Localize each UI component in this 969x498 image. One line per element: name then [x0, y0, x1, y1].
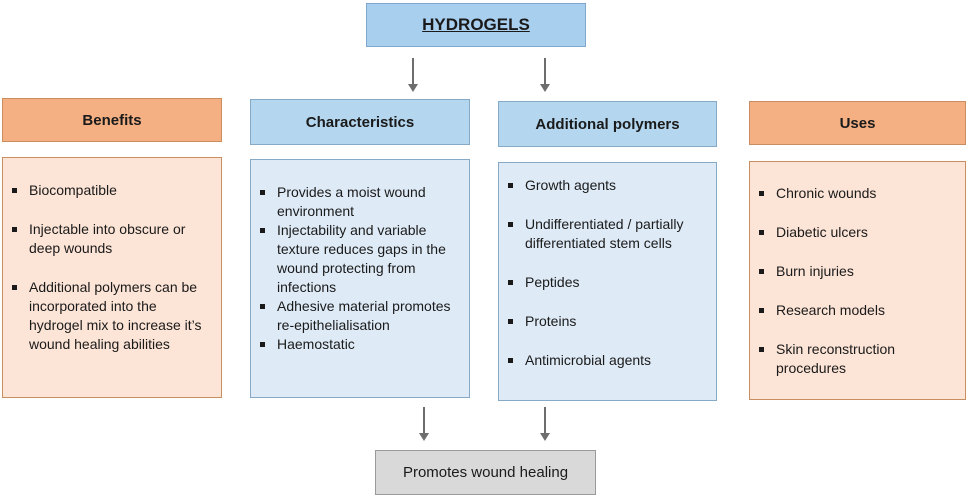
list-item: Proteins — [499, 312, 708, 331]
benefits-panel: Biocompatible Injectable into obscure or… — [2, 157, 222, 398]
list-item: Undifferentiated / partially differentia… — [499, 215, 708, 253]
list-item: Chronic wounds — [750, 184, 957, 203]
benefits-header-label: Benefits — [82, 111, 142, 129]
arrow-title-to-characteristics — [408, 58, 418, 92]
list-item: Research models — [750, 301, 957, 320]
benefits-header: Benefits — [2, 98, 222, 142]
polymers-header-label: Additional polymers — [535, 115, 680, 133]
list-item: Provides a moist wound environment — [251, 183, 463, 221]
list-item: Growth agents — [499, 176, 708, 195]
benefits-list: Biocompatible Injectable into obscure or… — [3, 181, 211, 354]
list-item: Haemostatic — [251, 335, 463, 354]
outcome-box: Promotes wound healing — [375, 450, 596, 495]
list-item: Biocompatible — [3, 181, 211, 200]
list-item: Peptides — [499, 273, 708, 292]
arrow-title-to-polymers — [540, 58, 550, 92]
diagram-title: HYDROGELS — [422, 15, 530, 34]
uses-header-label: Uses — [839, 114, 876, 132]
list-item: Injectable into obscure or deep wounds — [3, 220, 211, 258]
title-box: HYDROGELS — [366, 3, 586, 47]
arrow-characteristics-to-outcome — [419, 407, 429, 441]
uses-panel: Chronic wounds Diabetic ulcers Burn inju… — [749, 161, 966, 400]
uses-header: Uses — [749, 101, 966, 145]
outcome-label: Promotes wound healing — [402, 464, 569, 481]
list-item: Antimicrobial agents — [499, 351, 708, 370]
characteristics-panel: Provides a moist wound environment Injec… — [250, 159, 470, 398]
uses-list: Chronic wounds Diabetic ulcers Burn inju… — [750, 184, 957, 378]
characteristics-header-label: Characteristics — [305, 113, 415, 131]
list-item: Adhesive material promotes re-epithelial… — [251, 297, 463, 335]
polymers-header: Additional polymers — [498, 101, 717, 147]
list-item: Skin reconstruction procedures — [750, 340, 957, 378]
characteristics-list: Provides a moist wound environment Injec… — [251, 183, 463, 354]
characteristics-header: Characteristics — [250, 99, 470, 145]
list-item: Diabetic ulcers — [750, 223, 957, 242]
list-item: Injectability and variable texture reduc… — [251, 221, 463, 297]
arrow-polymers-to-outcome — [540, 407, 550, 441]
polymers-panel: Growth agents Undifferentiated / partial… — [498, 162, 717, 401]
list-item: Additional polymers can be incorporated … — [3, 278, 211, 354]
list-item: Burn injuries — [750, 262, 957, 281]
polymers-list: Growth agents Undifferentiated / partial… — [499, 176, 708, 370]
